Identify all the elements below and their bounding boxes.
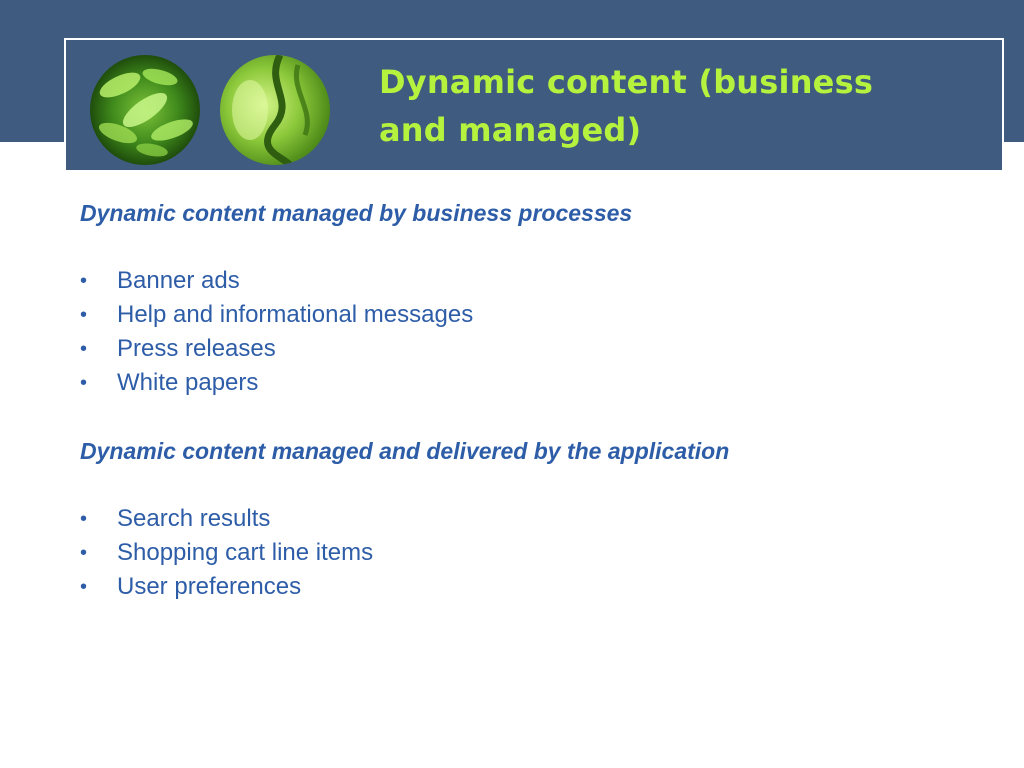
- green-leaf-closeup-image: [220, 55, 330, 165]
- section-heading-application: Dynamic content managed and delivered by…: [80, 438, 730, 464]
- bullet-list-application: • Search results • Shopping cart line item…: [80, 502, 980, 604]
- list-item-label: Help and informational messages: [117, 301, 474, 328]
- bullet-icon: •: [80, 542, 88, 564]
- bullet-icon: •: [80, 304, 88, 326]
- list-item: • Shopping cart line items: [80, 536, 980, 570]
- list-item: • Search results: [80, 502, 980, 536]
- green-leaves-image: [90, 55, 200, 165]
- bullet-list-business: • Banner ads • Help and informational mess…: [80, 264, 980, 400]
- bullet-icon: •: [80, 372, 88, 394]
- list-item: • White papers: [80, 366, 980, 400]
- bullet-icon: •: [80, 508, 88, 530]
- list-item-label: Shopping cart line items: [117, 539, 374, 566]
- bullet-icon: •: [80, 338, 88, 360]
- slide-title: Dynamic content (business and managed): [379, 63, 874, 149]
- bullet-icon: •: [80, 576, 88, 598]
- list-item: • Banner ads: [80, 264, 980, 298]
- list-item-label: Search results: [117, 505, 271, 532]
- title-panel: Dynamic content (business and managed): [64, 38, 1004, 170]
- list-item-label: Banner ads: [117, 267, 240, 294]
- list-item: • Press releases: [80, 332, 980, 366]
- slide-body: Dynamic content managed by business proc…: [80, 196, 980, 604]
- list-item-label: Press releases: [117, 335, 276, 362]
- list-item: • User preferences: [80, 570, 980, 604]
- list-item-label: User preferences: [117, 573, 302, 600]
- list-item-label: White papers: [117, 369, 259, 396]
- list-item: • Help and informational messages: [80, 298, 980, 332]
- bullet-icon: •: [80, 270, 88, 292]
- section-heading-business: Dynamic content managed by business proc…: [80, 200, 633, 226]
